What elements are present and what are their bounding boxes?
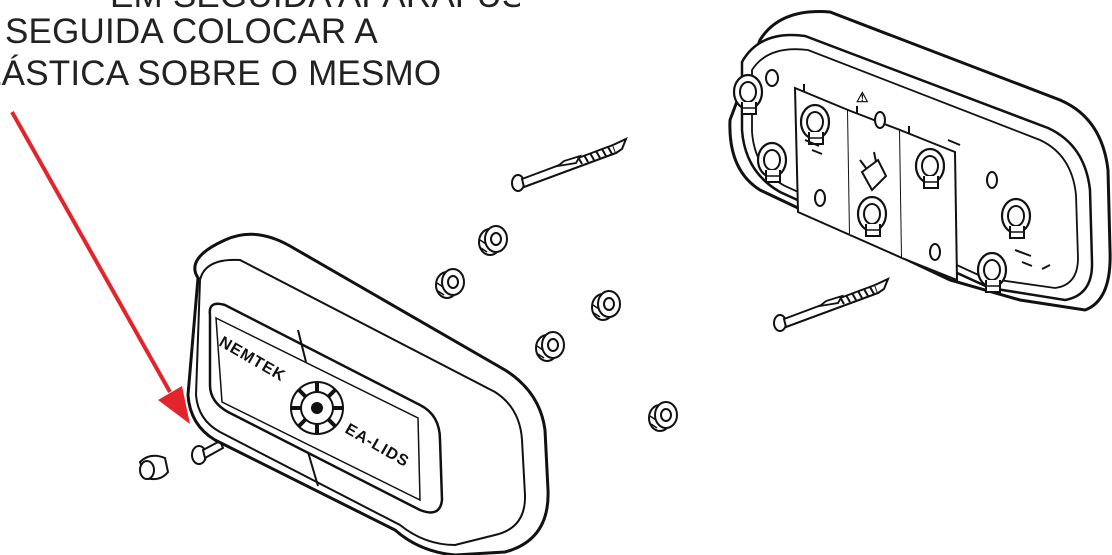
nut [435, 268, 465, 299]
small-screw [191, 439, 225, 465]
nut [591, 290, 621, 321]
anchor-bolt [773, 278, 889, 332]
rear-base: ⚠ [728, 10, 1112, 312]
base-warning-icon: ⚠ [856, 89, 869, 105]
cover-logo-icon [290, 381, 344, 435]
red-arrow [10, 111, 190, 424]
front-cover: NEMTEK EA-LIDS [186, 232, 550, 555]
nut [478, 225, 508, 256]
plastic-cap [138, 454, 170, 481]
instruction-line-clipped: EM SEGUIDA APARAFUSAR [110, 0, 520, 15]
instruction-line-2: LÁSTICA SOBRE O MESMO [0, 54, 442, 93]
anchor-bolt [511, 138, 627, 192]
instruction-text: EM SEGUIDA APARAFUSAR SEGUIDA COLOCAR A … [0, 0, 520, 110]
nut [535, 331, 565, 362]
instruction-line-1: SEGUIDA COLOCAR A [5, 12, 378, 51]
nut [648, 401, 678, 432]
